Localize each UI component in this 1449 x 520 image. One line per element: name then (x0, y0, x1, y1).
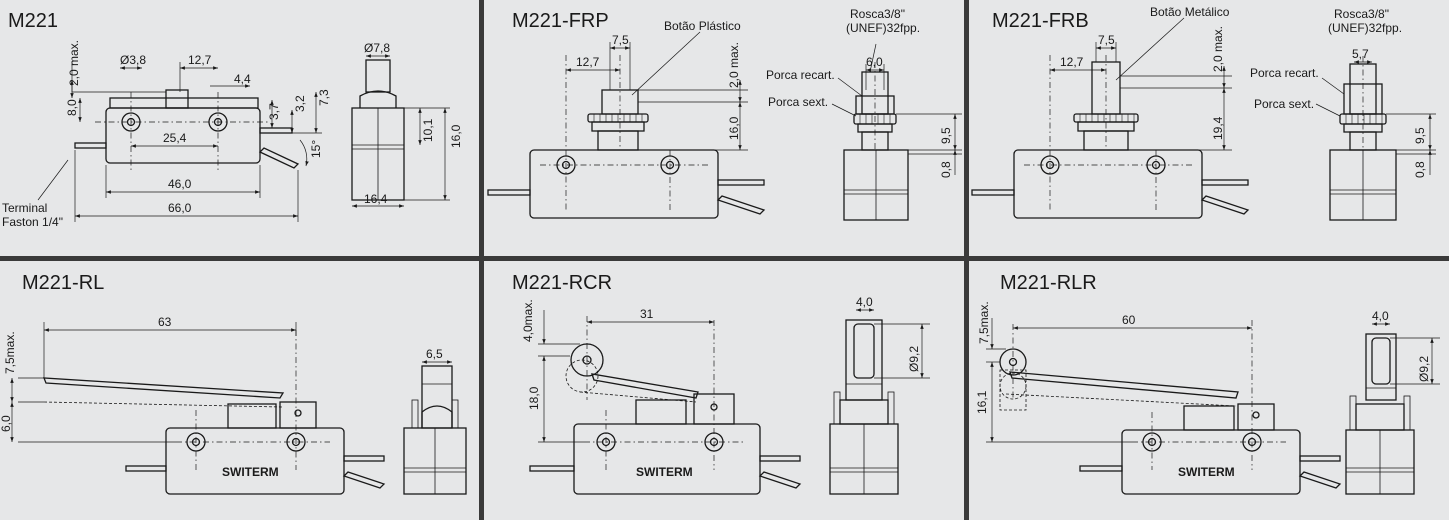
panel-m221-rl: M221-RL SWITERM 63 7,5max. 6,0 (0, 272, 467, 495)
dim-10-1: 10,1 (421, 118, 435, 142)
dim-9-5: 9,5 (1413, 127, 1427, 144)
dim-4-4: 4,4 (234, 72, 251, 86)
brand-label: SWITERM (1178, 465, 1235, 479)
dim-16-0: 16,0 (727, 116, 741, 140)
dim-4-0-max: 4,0max. (521, 299, 535, 342)
dim-6-0: 6,0 (0, 415, 13, 432)
dim-15-deg: 15° (309, 140, 323, 158)
dim-7-5: 7,5 (1098, 33, 1115, 47)
dim-0-8: 0,8 (939, 161, 953, 178)
panel-title-m221: M221 (8, 10, 58, 32)
dim-3-7: 3,7 (267, 103, 281, 120)
note-unef: (UNEF)32fpp. (1328, 21, 1402, 35)
side-view-m221-rl (403, 365, 467, 495)
dim-7-5-max: 7,5max. (3, 331, 17, 374)
brand-label: SWITERM (636, 465, 693, 479)
dim-16-1: 16,1 (975, 390, 989, 414)
dim-7-5-max: 7,5max. (977, 301, 991, 344)
panel-m221-frp: M221-FRP (487, 7, 962, 221)
dim-25-4: 25,4 (163, 131, 187, 145)
dim-12-7: 12,7 (1060, 55, 1084, 69)
note-porca-sext: Porca sext. (768, 95, 828, 109)
dim-2-0-max: 2,0 max. (67, 40, 81, 86)
panel-m221-rlr: M221-RLR SWITERM (975, 272, 1440, 495)
side-view-m221-rcr (829, 319, 899, 495)
note-unef: (UNEF)32fpp. (846, 21, 920, 35)
note-rosca: Rosca3/8" (850, 7, 905, 21)
note-rosca: Rosca3/8" (1334, 7, 1389, 21)
panel-bg-m221 (0, 0, 479, 256)
dim-18-0: 18,0 (527, 386, 541, 410)
dim-12-7: 12,7 (576, 55, 600, 69)
dim-6-5: 6,5 (426, 347, 443, 361)
switch-body-m221 (74, 89, 300, 170)
dim-dia-3-8: Ø3,8 (120, 53, 146, 67)
dim-9-5: 9,5 (939, 127, 953, 144)
dim-2-0-max: 2,0 max. (727, 42, 741, 88)
brand-label: SWITERM (222, 465, 279, 479)
dim-4-0: 4,0 (856, 295, 873, 309)
panel-bg-m221-frp (484, 0, 964, 256)
note-botao-plastico: Botão Plástico (664, 19, 741, 33)
switch-body-m221-rcr: SWITERM (529, 316, 802, 495)
dim-7-5: 7,5 (612, 33, 629, 47)
dim-7-3: 7,3 (317, 89, 331, 106)
note-porca-recart: Porca recart. (766, 68, 835, 82)
dim-0-8: 0,8 (1413, 161, 1427, 178)
dim-5-7: 5,7 (1352, 47, 1369, 61)
side-view-m221-frb (1329, 56, 1397, 221)
switch-body-m221-rl: SWITERM (43, 330, 386, 495)
note-terminal: Terminal (2, 201, 47, 215)
side-view-m221 (351, 54, 450, 208)
panel-title-m221-rl: M221-RL (22, 272, 104, 294)
dim-12-7: 12,7 (188, 53, 212, 67)
dim-6-0: 6,0 (866, 55, 883, 69)
note-botao-metalico: Botão Metálico (1150, 5, 1230, 19)
side-view-m221-frp (843, 62, 909, 221)
panel-bg-m221-rcr (484, 261, 964, 520)
side-view-m221-rlr (1345, 333, 1415, 495)
dim-4-0: 4,0 (1372, 309, 1389, 323)
panel-m221: M221 (2, 10, 463, 229)
panel-title-m221-frp: M221-FRP (512, 10, 609, 32)
dim-16-0: 16,0 (449, 124, 463, 148)
dim-31: 31 (640, 307, 654, 321)
panel-title-m221-rcr: M221-RCR (512, 272, 612, 294)
note-porca-recart: Porca recart. (1250, 66, 1319, 80)
dim-16-4: 16,4 (364, 192, 388, 206)
dim-8-0: 8,0 (65, 99, 79, 116)
dim-dia-7-8: Ø7,8 (364, 41, 390, 55)
dim-3-2: 3,2 (293, 95, 307, 112)
dim-63: 63 (158, 315, 172, 329)
panel-title-m221-rlr: M221-RLR (1000, 272, 1097, 294)
switch-body-m221-frb (971, 55, 1250, 219)
note-porca-sext: Porca sext. (1254, 97, 1314, 111)
dim-60: 60 (1122, 313, 1136, 327)
note-faston: Faston 1/4" (2, 215, 63, 229)
dim-dia-9-2: Ø9,2 (907, 346, 921, 372)
dim-2-0-max: 2,0 max. (1211, 26, 1225, 72)
dim-19-4: 19,4 (1211, 116, 1225, 140)
panel-title-m221-frb: M221-FRB (992, 10, 1089, 32)
panel-m221-rcr: M221-RCR SWITERM 31 (512, 272, 930, 495)
panel-bg-m221-rlr (969, 261, 1449, 520)
dim-46-0: 46,0 (168, 177, 192, 191)
switch-body-m221-rlr: SWITERM (999, 320, 1342, 495)
dim-66-0: 66,0 (168, 201, 192, 215)
dim-dia-9-2: Ø9,2 (1417, 356, 1431, 382)
panel-bg-m221-frb (969, 0, 1449, 256)
panel-m221-frb: M221-FRB (971, 5, 1436, 221)
